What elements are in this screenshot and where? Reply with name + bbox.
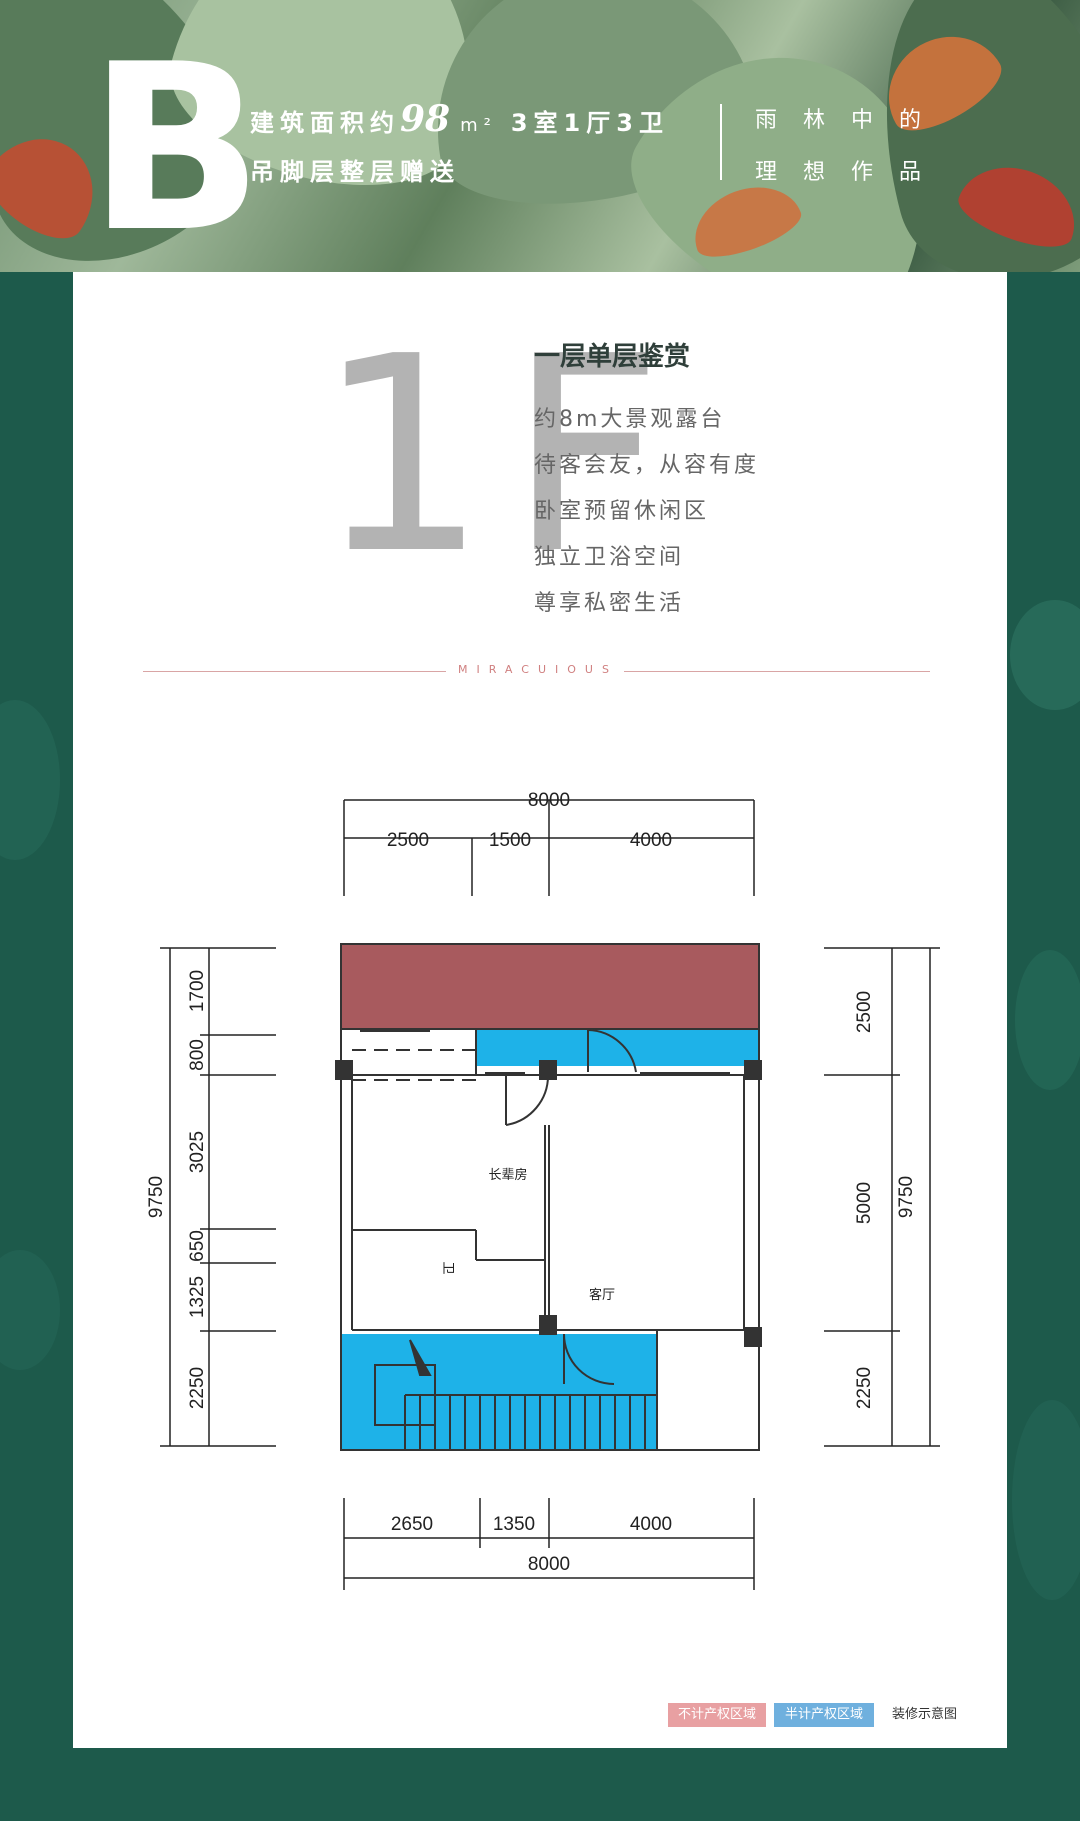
- layout-text: 3室1厅3卫: [510, 109, 669, 137]
- dim-left-total: 9750: [146, 1176, 167, 1218]
- dim-bottom-seg: 2650: [391, 1514, 433, 1535]
- slogan-line1: 雨林中的: [755, 108, 948, 133]
- area-line: 建筑面积约98 m² 3室1厅3卫: [250, 98, 669, 140]
- dim-top-seg: 2500: [387, 830, 429, 851]
- room-label-elder: 长辈房: [488, 1167, 527, 1183]
- dim-top-total: 8000: [528, 790, 570, 811]
- area-prefix: 建筑面积约: [250, 109, 400, 137]
- dim-left-seg: 800: [187, 1039, 208, 1071]
- feature-item: 待客会友，从容有度: [534, 453, 760, 478]
- background-decoration: [1015, 950, 1080, 1090]
- dim-top-seg: 4000: [630, 830, 672, 851]
- background-decoration: [1012, 1400, 1080, 1600]
- floor-title: 一层单层鉴赏: [534, 342, 691, 372]
- dim-right-seg: 5000: [854, 1182, 875, 1224]
- terrace-excluded-area: [341, 944, 759, 1029]
- dim-left-seg: 3025: [187, 1131, 208, 1173]
- dim-bottom-total: 8000: [528, 1554, 570, 1575]
- feature-item: 卧室预留休闲区: [534, 499, 710, 524]
- dim-left-seg: 1325: [187, 1276, 208, 1318]
- feature-item: 尊享私密生活: [534, 591, 685, 616]
- background-decoration: [1010, 600, 1080, 710]
- dim-right-seg: 2500: [854, 991, 875, 1033]
- dim-right-total: 9750: [896, 1176, 917, 1218]
- area-unit: m²: [460, 115, 497, 136]
- porch-half-area: [341, 1334, 657, 1450]
- room-label-living: 客厅: [589, 1287, 615, 1303]
- unit-type-letter: B: [88, 16, 264, 272]
- header-separator: [720, 104, 722, 180]
- divider-line-right: [624, 671, 930, 672]
- feature-item: 约8m大景观露台: [534, 407, 726, 432]
- header-banner: B 建筑面积约98 m² 3室1厅3卫 吊脚层整层赠送 雨林中的 理想作品: [0, 0, 1080, 272]
- legend-note: 装修示意图: [892, 1707, 958, 1722]
- legend-half: 半计产权区域: [774, 1703, 874, 1727]
- dim-bottom-seg: 4000: [630, 1514, 672, 1535]
- legend-excluded: 不计产权区域: [668, 1703, 766, 1727]
- floor-label: 1F: [316, 298, 684, 613]
- divider-label: MIRACUIOUS: [458, 663, 618, 676]
- balcony-half-area: [476, 1029, 759, 1066]
- dim-right-seg: 2250: [854, 1367, 875, 1409]
- dim-left-seg: 1700: [187, 970, 208, 1012]
- dim-bottom-seg: 1350: [493, 1514, 535, 1535]
- dim-top-seg: 1500: [489, 830, 531, 851]
- slogan-line2: 理想作品: [755, 160, 948, 185]
- divider-line-left: [143, 671, 446, 672]
- gift-note: 吊脚层整层赠送: [250, 158, 460, 186]
- dim-left-seg: 2250: [187, 1367, 208, 1409]
- feature-item: 独立卫浴空间: [534, 545, 685, 570]
- area-value: 98: [400, 98, 451, 140]
- dim-left-seg: 650: [187, 1230, 208, 1262]
- room-label-bathroom: 卫: [440, 1261, 455, 1274]
